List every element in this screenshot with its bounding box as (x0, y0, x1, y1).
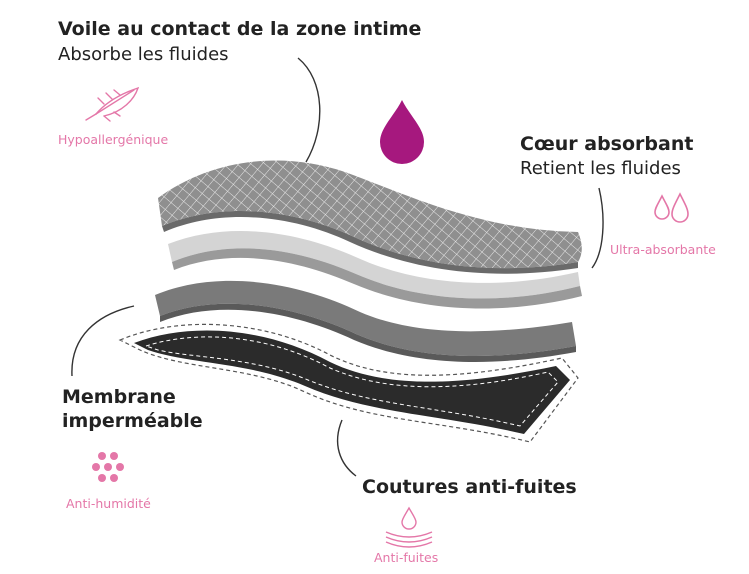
membrane-badge: Anti-humidité (66, 496, 151, 511)
fluid-drop-icon (380, 100, 424, 164)
drops-icon (654, 192, 689, 223)
core-connector-line (591, 187, 604, 269)
veil-badge: Hypoallergénique (58, 132, 169, 147)
core-badge: Ultra-absorbante (610, 242, 716, 257)
core-subtitle: Retient les fluides (520, 158, 681, 179)
feather-icon (85, 86, 140, 122)
membrane-layer (155, 280, 576, 362)
veil-subtitle: Absorbe les fluides (58, 44, 229, 65)
core-title: Cœur absorbant (520, 133, 694, 155)
veil-title: Voile au contact de la zone intime (58, 18, 422, 40)
membrane-title-line1: Membrane (62, 386, 176, 408)
membrane-title-line2: imperméable (62, 410, 203, 432)
seams-connector-line (336, 419, 357, 477)
core-layer (168, 231, 582, 309)
membrane-connector-line (71, 305, 135, 377)
dots-icon (92, 452, 124, 482)
seams-badge: Anti-fuites (374, 550, 439, 565)
seam-layer (118, 323, 579, 443)
veil-connector-line (297, 57, 321, 163)
seams-title: Coutures anti-fuites (362, 476, 577, 498)
veil-layer (158, 160, 582, 274)
drop-waves-icon (385, 506, 433, 548)
